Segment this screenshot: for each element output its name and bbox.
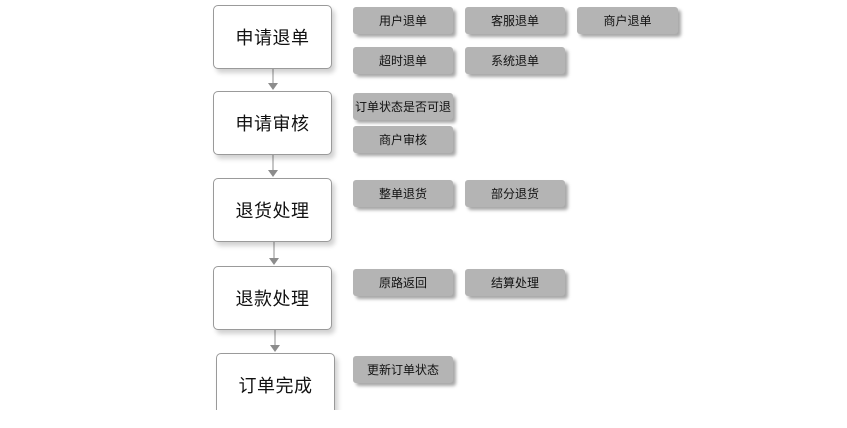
- stage-apply-review: 申请审核: [213, 91, 332, 155]
- item-service-refund: 客服退单: [465, 7, 565, 34]
- item-full-return: 整单退货: [353, 180, 453, 207]
- connector-arrowhead-3: [269, 258, 279, 265]
- item-original-route-return: 原路返回: [353, 269, 453, 296]
- item-user-refund: 用户退单: [353, 7, 453, 34]
- stage-order-complete: 订单完成: [216, 353, 335, 417]
- stage-return-goods: 退货处理: [213, 178, 332, 242]
- item-update-order-status: 更新订单状态: [353, 356, 453, 383]
- bottom-crop: [0, 410, 847, 428]
- item-partial-return: 部分退货: [465, 180, 565, 207]
- stage-apply-refund: 申请退单: [213, 5, 332, 69]
- item-timeout-refund: 超时退单: [353, 47, 453, 74]
- connector-arrowhead-1: [268, 83, 278, 90]
- connector-arrowhead-2: [268, 170, 278, 177]
- item-merchant-review: 商户审核: [353, 126, 453, 153]
- item-settlement: 结算处理: [465, 269, 565, 296]
- item-system-refund: 系统退单: [465, 47, 565, 74]
- connector-arrowhead-4: [270, 345, 280, 352]
- stage-refund-process: 退款处理: [213, 266, 332, 330]
- item-merchant-refund: 商户退单: [577, 7, 678, 34]
- item-order-refundable-check: 订单状态是否可退: [353, 93, 453, 120]
